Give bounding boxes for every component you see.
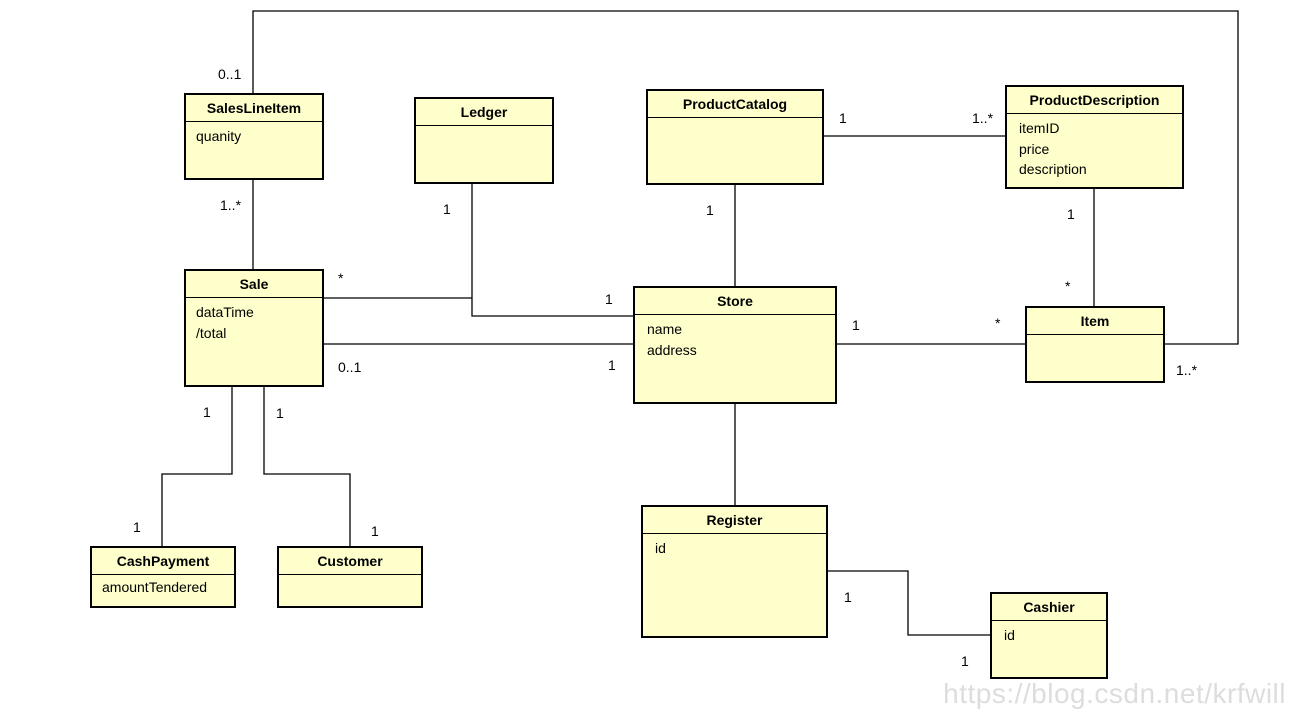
- class-attributes: amountTendered: [92, 575, 234, 598]
- assoc-salelineitem-item: [252, 10, 1239, 345]
- attribute: name: [647, 321, 683, 337]
- class-name: Cashier: [992, 594, 1106, 621]
- class-ledger[interactable]: Ledger: [414, 97, 554, 184]
- assoc-register-cashier: [827, 570, 990, 636]
- multiplicity-label: 1: [852, 317, 860, 333]
- class-name: CashPayment: [92, 548, 234, 575]
- class-customer[interactable]: Customer: [277, 546, 423, 608]
- class-store[interactable]: Store name address: [633, 286, 837, 404]
- attribute: price: [1019, 140, 1050, 157]
- multiplicity-label: 1: [961, 653, 969, 669]
- class-name: Customer: [279, 548, 421, 575]
- class-attributes: itemID price description: [1007, 114, 1182, 180]
- class-attributes: quanity: [186, 122, 322, 147]
- class-name: ProductDescription: [1007, 87, 1182, 114]
- watermark-text: https://blog.csdn.net/krfwill: [943, 678, 1286, 709]
- multiplicity-label: 1: [605, 291, 613, 307]
- class-saleslineitem[interactable]: SalesLineItem quanity: [184, 93, 324, 180]
- class-name: ProductCatalog: [648, 91, 822, 118]
- attribute: itemID: [1019, 120, 1060, 136]
- attribute: address: [647, 341, 697, 358]
- class-name: Sale: [186, 271, 322, 298]
- multiplicity-label: *: [1065, 278, 1071, 294]
- multiplicity-label: 1: [371, 523, 379, 539]
- attribute: description: [1019, 161, 1087, 177]
- class-attributes: dataTime /total: [186, 298, 322, 343]
- assoc-sale-customer: [263, 386, 351, 546]
- class-name: Register: [643, 507, 826, 534]
- multiplicity-label: 0..1: [218, 66, 242, 82]
- attribute: quanity: [196, 128, 242, 144]
- multiplicity-label: *: [995, 315, 1001, 331]
- multiplicity-label: *: [338, 270, 344, 286]
- class-register[interactable]: Register id: [641, 505, 828, 638]
- class-productcatalog[interactable]: ProductCatalog: [646, 89, 824, 185]
- class-attributes: name address: [635, 315, 835, 360]
- multiplicity-label: 1: [839, 110, 847, 126]
- class-attributes: id: [643, 534, 826, 559]
- attribute: dataTime: [196, 304, 254, 320]
- multiplicity-label: 1: [608, 357, 616, 373]
- multiplicity-label: 1: [203, 404, 211, 420]
- attribute: amountTendered: [102, 579, 208, 595]
- attribute: id: [1004, 627, 1015, 643]
- class-cashier[interactable]: Cashier id: [990, 592, 1108, 679]
- class-productdescription[interactable]: ProductDescription itemID price descript…: [1005, 85, 1184, 189]
- class-name: Store: [635, 288, 835, 315]
- multiplicity-label: 0..1: [338, 359, 362, 375]
- class-name: Ledger: [416, 99, 552, 126]
- multiplicity-label: 1..*: [972, 110, 994, 126]
- assoc-ledger-store: [471, 184, 633, 317]
- class-sale[interactable]: Sale dataTime /total: [184, 269, 324, 387]
- class-cashpayment[interactable]: CashPayment amountTendered: [90, 546, 236, 608]
- multiplicity-label: 1: [133, 519, 141, 535]
- multiplicity-label: 1: [844, 589, 852, 605]
- assoc-sale-cashpayment: [161, 386, 233, 546]
- multiplicity-label: 1: [443, 201, 451, 217]
- multiplicity-label: 1: [706, 202, 714, 218]
- multiplicity-label: 1..*: [1176, 362, 1198, 378]
- multiplicity-label: 1: [1067, 206, 1075, 222]
- class-name: SalesLineItem: [186, 95, 322, 122]
- class-attributes: id: [992, 621, 1106, 646]
- attribute: id: [655, 540, 666, 556]
- class-name: Item: [1027, 308, 1163, 335]
- multiplicity-label: 1..*: [220, 197, 242, 213]
- multiplicity-label: 1: [276, 405, 284, 421]
- attribute: /total: [196, 324, 227, 341]
- class-item[interactable]: Item: [1025, 306, 1165, 383]
